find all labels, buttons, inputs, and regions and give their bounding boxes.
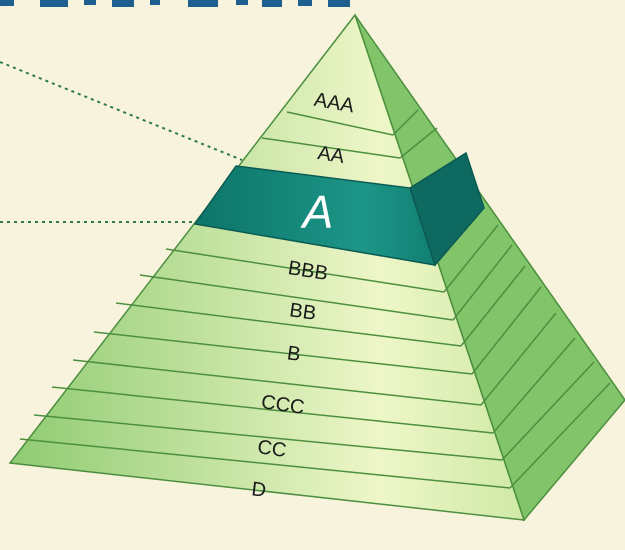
side-tier-dividers	[392, 109, 611, 489]
clipped-title-fragment	[0, 0, 350, 7]
tier-label-b: B	[286, 342, 302, 366]
front-tier-dividers	[19, 111, 511, 489]
pyramid: AAA AA A BBB BB B CCC CC D	[8, 13, 625, 522]
tier-label-aa: AA	[316, 142, 346, 168]
pyramid-front-face	[8, 13, 526, 521]
tier-label-bb: BB	[288, 299, 317, 325]
tier-label-d: D	[250, 478, 267, 502]
tier-a-side	[409, 151, 485, 267]
leader-line-upper	[0, 61, 243, 161]
tier-label-cc: CC	[256, 436, 288, 462]
tier-label-a: A	[300, 186, 334, 238]
leader-lines	[0, 61, 243, 223]
